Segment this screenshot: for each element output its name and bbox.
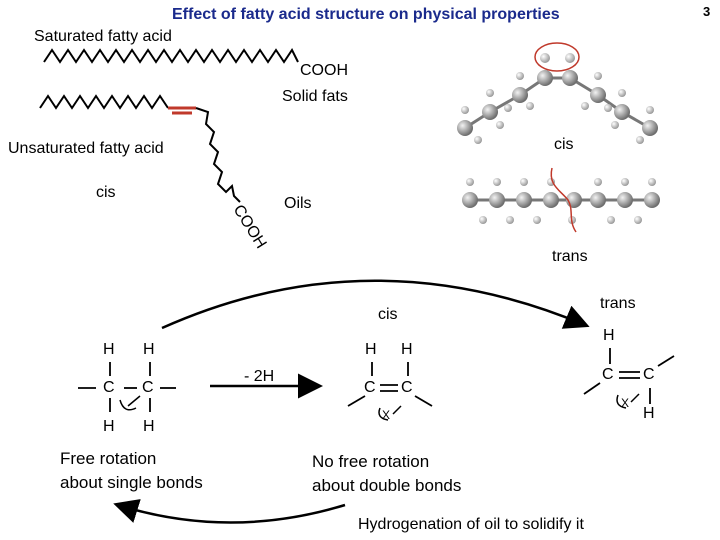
trans-molecule-model bbox=[462, 167, 660, 233]
cis-double-bond-structure bbox=[347, 362, 433, 407]
trans-double-bond-structure bbox=[583, 348, 675, 404]
cooh-top-label: COOH bbox=[300, 62, 348, 79]
cis-right-label: cis bbox=[554, 136, 574, 153]
atom-h: H bbox=[643, 405, 655, 422]
unsaturated-chain-bent bbox=[195, 107, 241, 203]
trans-right-label: trans bbox=[552, 248, 588, 265]
no-free-rotation-caption: No free rotation about double bonds bbox=[312, 452, 462, 495]
atom-h: H bbox=[401, 341, 413, 358]
atom-h: H bbox=[365, 341, 377, 358]
blocked-x-mark: X bbox=[621, 396, 630, 410]
atom-h: H bbox=[143, 341, 155, 358]
arrow-cis-to-trans bbox=[161, 279, 590, 330]
atom-c: C bbox=[643, 366, 655, 383]
trans-highlight-ring bbox=[550, 167, 577, 233]
free-rotation-caption: Free rotation about single bonds bbox=[60, 449, 203, 492]
arrow-hydrogenation-back bbox=[113, 499, 346, 524]
minus-2h-label: - 2H bbox=[244, 368, 275, 385]
oils-label: Oils bbox=[284, 195, 312, 212]
no-rotation-icon bbox=[378, 407, 389, 421]
solid-fats-label: Solid fats bbox=[282, 88, 348, 105]
atom-h: H bbox=[103, 418, 115, 435]
hydrogenation-caption: Hydrogenation of oil to solidify it bbox=[358, 516, 584, 533]
unsaturated-chain-top bbox=[39, 94, 169, 110]
atom-c: C bbox=[364, 379, 376, 396]
blocked-x-mark: X bbox=[382, 408, 391, 422]
atom-c: C bbox=[602, 366, 614, 383]
atom-h: H bbox=[143, 418, 155, 435]
single-bond-structure bbox=[78, 362, 176, 412]
page-number: 3 bbox=[703, 4, 711, 19]
cis-mid-label: cis bbox=[378, 306, 398, 323]
cis-left-label: cis bbox=[96, 184, 116, 201]
atom-c: C bbox=[401, 379, 413, 396]
atom-h: H bbox=[103, 341, 115, 358]
atom-c: C bbox=[103, 379, 115, 396]
atom-h: H bbox=[603, 327, 615, 344]
cis-molecule-model bbox=[457, 42, 658, 144]
atom-c: C bbox=[142, 379, 154, 396]
rotation-arrow-icon bbox=[119, 399, 137, 411]
unsaturated-label: Unsaturated fatty acid bbox=[8, 140, 164, 157]
saturated-chain bbox=[43, 48, 299, 64]
cis-highlight-ring bbox=[534, 42, 580, 72]
saturated-label: Saturated fatty acid bbox=[34, 28, 172, 45]
trans-lower-label: trans bbox=[600, 295, 636, 312]
page-title: Effect of fatty acid structure on physic… bbox=[172, 6, 560, 23]
